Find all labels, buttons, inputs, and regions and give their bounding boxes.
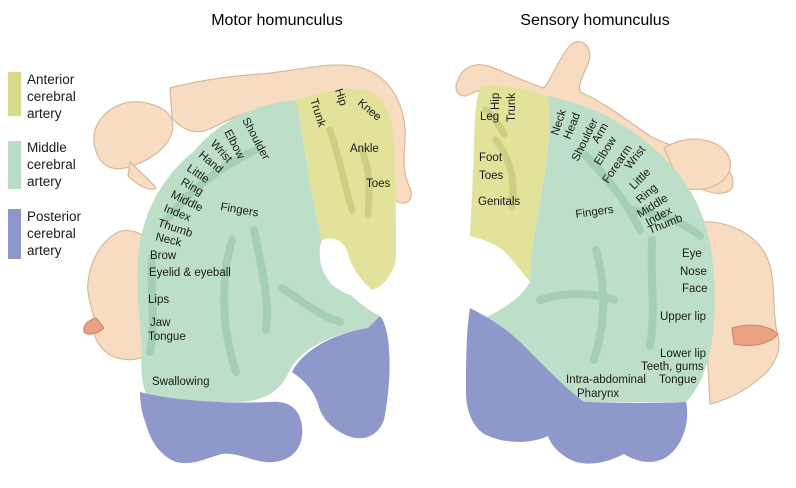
sensory-title: Sensory homunculus [520,12,669,29]
legend-swatch-middle [8,141,21,189]
motor-label-lips: Lips [148,294,169,306]
motor-gyri-2 [326,126,373,218]
sensory-label-foot: Foot [479,152,503,164]
sensory-label-upper-lip: Upper lip [660,311,706,323]
sensory-pca-lobe [545,400,688,464]
motor-label-jaw: Jaw [150,317,171,329]
legend-item-middle: Middle cerebral artery [8,140,76,189]
motor-label-ankle: Ankle [350,143,379,155]
sensory-label-pharynx: Pharynx [577,388,619,400]
sensory-label-genitals: Genitals [478,196,520,208]
sensory-face [699,221,780,405]
sensory-midline-notch [463,236,509,293]
motor-hand [93,101,174,170]
motor-label-hip: Hip [332,87,349,107]
sensory-label-face: Face [682,283,708,295]
legend-item-posterior: Posterior cerebral artery [8,209,82,259]
motor-label-brow: Brow [150,250,177,262]
legend-label-middle-2: cerebral [27,157,76,172]
sensory-label-eye: Eye [682,248,702,260]
legend-swatch-anterior [8,72,21,116]
motor-gyri-1 [146,146,344,376]
sensory-label-toes: Toes [479,170,504,182]
legend-swatch-posterior [8,209,21,259]
sensory-label-leg: Leg [480,111,499,123]
motor-pca-region [292,316,390,439]
motor-tongue [83,317,105,335]
motor-pca-lobe [140,392,303,464]
legend-label-anterior-2: cerebral [27,89,76,104]
legend-label-middle-3: artery [27,174,62,189]
motor-label-toes: Toes [366,178,391,190]
motor-homunculus: Hip Trunk Knee Ankle Toes Shoulder Elbow… [83,64,412,464]
sensory-label-tongue: Tongue [659,374,697,386]
sensory-lips [731,324,779,347]
sensory-gyri-1 [536,146,704,364]
sensory-label-nose: Nose [680,266,707,278]
motor-label-swallowing: Swallowing [152,376,210,388]
motor-title: Motor homunculus [211,12,343,29]
motor-thumb [127,160,157,190]
sensory-label-trunk: Trunk [506,93,518,122]
motor-midline-notch [319,238,372,296]
sensory-label-intra-abdominal: Intra-abdominal [566,374,646,386]
sensory-label-teeth-gums: Teeth, gums [641,361,704,373]
sensory-homunculus: Hip Trunk Leg Foot Toes Genitals Neck He… [455,41,780,464]
legend-label-posterior-2: cerebral [27,226,76,241]
sensory-label-hip: Hip [490,93,502,110]
legend-item-anterior: Anterior cerebral artery [8,72,76,121]
legend-label-posterior-3: artery [27,243,62,258]
legend-label-anterior-3: artery [27,106,62,121]
motor-label-tongue: Tongue [148,331,186,343]
legend: Anterior cerebral artery Middle cerebral… [8,72,82,259]
motor-label-eyelid: Eyelid & eyeball [149,267,231,279]
legend-label-middle-1: Middle [27,140,67,155]
legend-label-posterior-1: Posterior [27,209,82,224]
legend-label-anterior-1: Anterior [27,72,75,87]
sensory-gyri-2 [482,106,517,210]
sensory-label-lower-lip: Lower lip [660,348,706,360]
sensory-label-fingers: Fingers [575,204,615,221]
